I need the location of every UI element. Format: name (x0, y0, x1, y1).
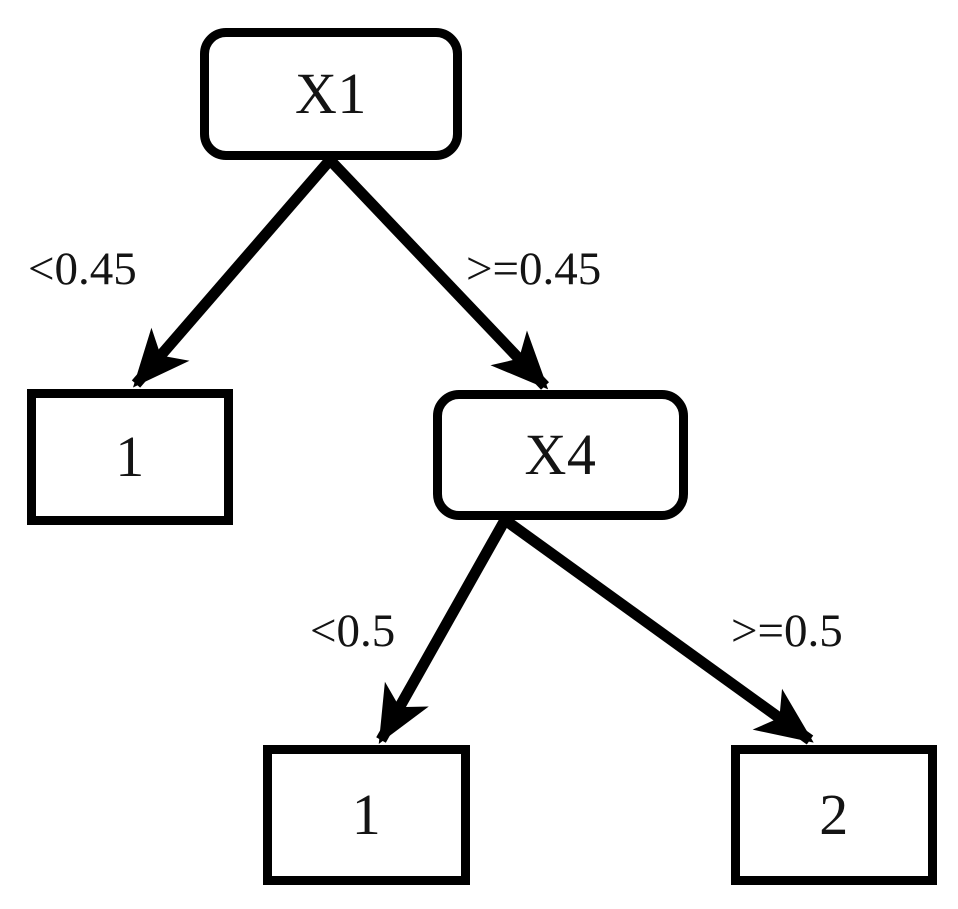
edge-label-root-right: >=0.45 (466, 243, 602, 295)
tree-node-label: 1 (115, 424, 145, 489)
tree-node-x4[interactable]: X4 (433, 390, 688, 520)
tree-node-label: X1 (295, 61, 367, 126)
edge-label-root-left: <0.45 (28, 243, 137, 295)
edge-x4-to-leaf-c (501, 515, 814, 745)
edge-root-to-leaf-a (131, 156, 335, 388)
edge-label-x4-left: <0.5 (310, 605, 396, 657)
edge-x4-to-leaf-b (376, 517, 510, 744)
tree-node-root[interactable]: X1 (200, 28, 462, 160)
edge-label-x4-right: >=0.5 (731, 605, 843, 657)
tree-node-label: 2 (819, 782, 849, 847)
tree-node-label: X4 (524, 422, 597, 487)
tree-node-leaf-c[interactable]: 2 (731, 745, 937, 885)
tree-node-leaf-b[interactable]: 1 (263, 745, 470, 885)
edge-root-to-x4 (326, 156, 549, 390)
tree-node-label: 1 (351, 782, 382, 847)
tree-node-leaf-a[interactable]: 1 (27, 389, 233, 525)
